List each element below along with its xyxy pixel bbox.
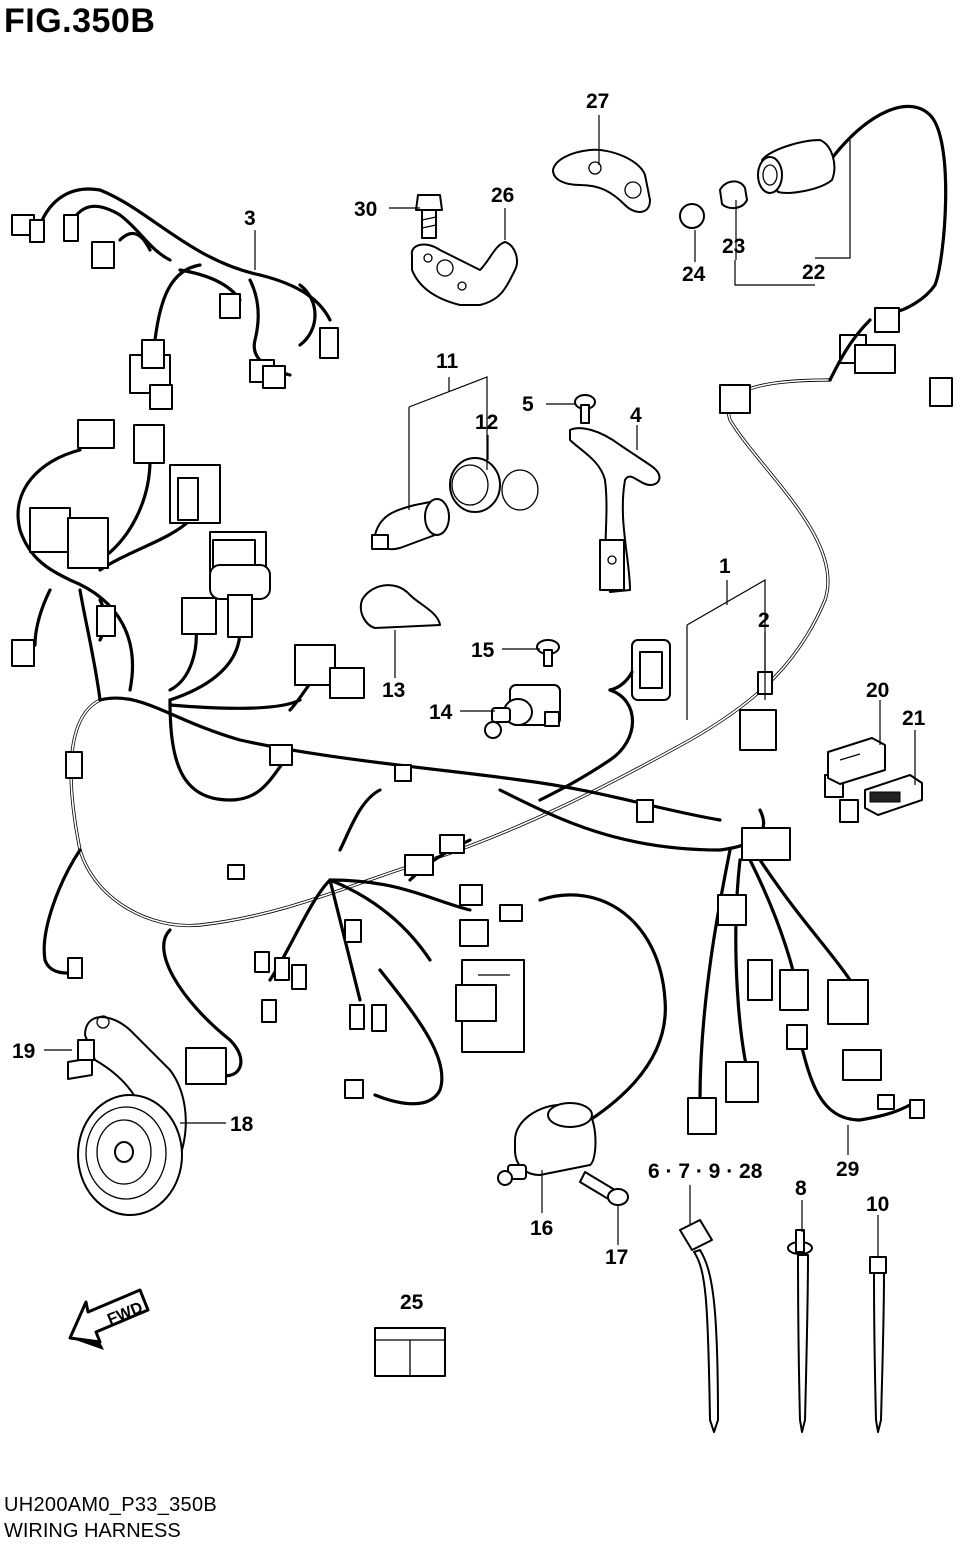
pad bbox=[359, 584, 441, 629]
screw-17 bbox=[579, 1171, 629, 1206]
callout-30: 30 bbox=[354, 198, 377, 221]
horn bbox=[77, 1015, 227, 1216]
callout-20: 20 bbox=[866, 679, 889, 702]
callouts: 1 2 3 4 5 6 · 7 · 9 · 28 8 10 11 12 13 1… bbox=[12, 90, 926, 1314]
connector-21 bbox=[864, 774, 923, 816]
callout-13: 13 bbox=[382, 679, 405, 702]
figure-code: UH200AM0_P33_350B bbox=[4, 1494, 218, 1516]
cable-tie-8 bbox=[787, 1229, 813, 1433]
callout-4: 4 bbox=[630, 404, 642, 427]
callout-10: 10 bbox=[866, 1193, 889, 1216]
main-harness bbox=[42, 334, 953, 1135]
callout-24: 24 bbox=[682, 263, 706, 286]
callout-5: 5 bbox=[522, 393, 534, 416]
callout-21: 21 bbox=[902, 707, 926, 730]
sub-harness bbox=[11, 187, 339, 410]
callout-17: 17 bbox=[605, 1246, 628, 1269]
front-harness-cluster bbox=[11, 419, 365, 712]
label-25 bbox=[374, 1327, 446, 1377]
callout-19: 19 bbox=[12, 1040, 35, 1063]
callout-27: 27 bbox=[586, 90, 609, 113]
connector-20 bbox=[827, 737, 886, 785]
callout-11: 11 bbox=[436, 350, 459, 373]
indicator-lamp bbox=[679, 104, 948, 382]
screw-15 bbox=[536, 639, 560, 667]
figure-name: WIRING HARNESS bbox=[4, 1520, 181, 1542]
callout-29: 29 bbox=[836, 1158, 859, 1181]
switch-14 bbox=[484, 684, 561, 739]
screw-5 bbox=[574, 394, 596, 424]
callout-15: 15 bbox=[471, 639, 495, 662]
callout-22: 22 bbox=[802, 261, 825, 284]
callout-6-7-9-28: 6 · 7 · 9 · 28 bbox=[648, 1160, 763, 1183]
figure-title: FIG.350B bbox=[4, 2, 156, 40]
callout-23: 23 bbox=[722, 235, 745, 258]
switch-16 bbox=[497, 1102, 597, 1186]
bracket-27 bbox=[552, 148, 651, 213]
bracket-26 bbox=[410, 241, 518, 306]
accessory-socket bbox=[371, 457, 539, 551]
cable-tie-10 bbox=[869, 1256, 887, 1433]
callout-1: 1 bbox=[719, 555, 731, 578]
callout-16: 16 bbox=[530, 1217, 553, 1240]
callout-18: 18 bbox=[230, 1113, 254, 1136]
callout-2: 2 bbox=[758, 609, 770, 632]
callout-26: 26 bbox=[491, 184, 514, 207]
bolt-30 bbox=[415, 194, 443, 239]
callout-12: 12 bbox=[475, 411, 498, 434]
bracket-4 bbox=[569, 427, 661, 593]
leader-lines bbox=[44, 115, 916, 1257]
callout-3: 3 bbox=[244, 207, 256, 230]
callout-25: 25 bbox=[400, 1291, 424, 1314]
cable-tie-6-7-9-28 bbox=[679, 1219, 719, 1433]
callout-8: 8 bbox=[795, 1177, 807, 1200]
relay-box bbox=[455, 959, 525, 1053]
harness-sensor bbox=[631, 639, 671, 701]
fwd-arrow-icon: FWD bbox=[68, 1288, 150, 1350]
callout-14: 14 bbox=[429, 701, 453, 724]
bolt-19 bbox=[67, 1039, 95, 1080]
